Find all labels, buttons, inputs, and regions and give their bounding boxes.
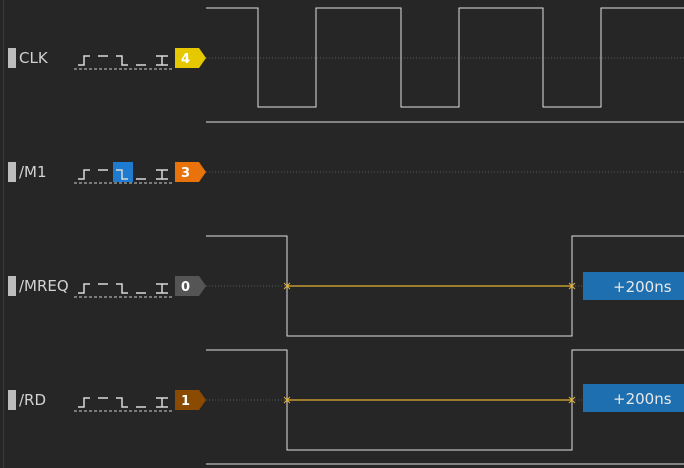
channel-index: 3	[181, 166, 190, 181]
clk-trace	[206, 7, 684, 108]
measurement-box	[583, 384, 684, 412]
measurement-marker[interactable]	[283, 396, 291, 404]
any-edge-icon[interactable]	[156, 169, 168, 180]
trigger-selector[interactable]	[74, 162, 172, 184]
trigger-selector[interactable]	[74, 283, 172, 298]
channel-row-clk: CLK 4	[8, 7, 684, 108]
channel-handle[interactable]	[8, 162, 16, 182]
measurement-label: +200ns	[613, 390, 672, 408]
any-edge-icon[interactable]	[156, 55, 168, 66]
any-edge-icon[interactable]	[156, 397, 168, 408]
channel-index: 1	[181, 394, 190, 409]
channel-index: 4	[181, 52, 190, 67]
channel-handle[interactable]	[8, 390, 16, 410]
falling-edge-icon[interactable]	[116, 397, 128, 408]
channel-index-badge	[175, 48, 206, 68]
trigger-selector[interactable]	[74, 55, 172, 70]
falling-edge-icon[interactable]	[116, 283, 128, 294]
falling-edge-icon[interactable]	[116, 55, 128, 66]
rising-edge-icon[interactable]	[78, 397, 90, 408]
channel-index-badge	[175, 162, 206, 182]
measurement-marker[interactable]	[568, 282, 576, 290]
measurement-marker[interactable]	[568, 396, 576, 404]
channel-label: /M1	[19, 163, 47, 181]
measurement-marker[interactable]	[283, 282, 291, 290]
channel-handle[interactable]	[8, 276, 16, 296]
channel-label: /RD	[19, 391, 46, 409]
rd-trace	[206, 349, 684, 451]
channel-handle[interactable]	[8, 48, 16, 68]
measurement-box	[583, 272, 684, 300]
channel-row-m1: /M1 3	[8, 162, 684, 184]
channel-index-badge	[175, 390, 206, 410]
channel-index-badge	[175, 276, 206, 296]
channel-index: 0	[181, 280, 190, 295]
trigger-selector[interactable]	[74, 397, 172, 412]
falling-edge-icon[interactable]	[116, 169, 128, 180]
rising-edge-icon[interactable]	[78, 283, 90, 294]
measurement-label: +200ns	[613, 278, 672, 296]
channel-label: /MREQ	[19, 277, 69, 295]
channel-row-mreq: /MREQ 0 +200ns	[8, 235, 684, 337]
rising-edge-icon[interactable]	[78, 169, 90, 180]
selected-trigger-highlight	[113, 162, 133, 182]
channel-row-rd: /RD 1 +200ns	[8, 349, 684, 451]
rising-edge-icon[interactable]	[78, 55, 90, 66]
mreq-trace	[206, 235, 684, 337]
channel-label: CLK	[19, 49, 49, 67]
any-edge-icon[interactable]	[156, 283, 168, 294]
